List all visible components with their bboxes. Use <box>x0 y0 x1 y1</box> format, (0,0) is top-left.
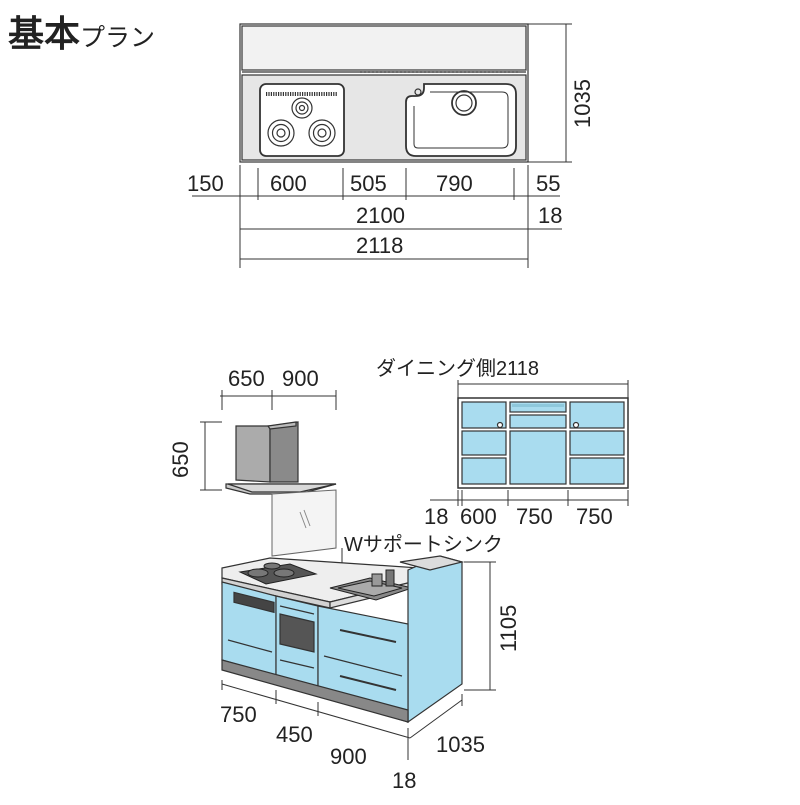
elevation-dimensions <box>221 561 496 760</box>
plan-dimensions <box>192 23 572 268</box>
plan-dim-1: 600 <box>270 171 307 196</box>
plan-view <box>239 23 529 163</box>
plan-stove <box>259 83 345 157</box>
plan-dim-2: 505 <box>350 171 387 196</box>
plan-dim-0: 150 <box>187 171 224 196</box>
plan-depth: 1035 <box>570 79 595 128</box>
hood-height: 650 <box>168 441 193 478</box>
plan-sink-drain <box>451 90 477 116</box>
bottom-dim-3: 1035 <box>436 732 485 757</box>
hood-dimensions <box>200 390 337 491</box>
dining-label-dim <box>457 380 629 400</box>
plan-dim-3: 790 <box>436 171 473 196</box>
hood-dim-1: 900 <box>282 366 319 391</box>
title-sub: プラン <box>80 24 155 52</box>
plan-total-inner: 2100 <box>356 203 405 228</box>
plan-faucet <box>414 88 422 96</box>
sink-label: Wサポートシンク <box>344 533 503 556</box>
dining-dim-3: 750 <box>576 504 613 529</box>
plan-burner-back <box>291 97 313 119</box>
plan-dim-4: 55 <box>536 171 560 196</box>
side-panel <box>399 555 465 724</box>
bottom-dim-0: 750 <box>220 702 257 727</box>
dining-dimensions <box>430 490 629 506</box>
dining-dim-1: 600 <box>460 504 497 529</box>
base-cabinets <box>221 581 409 723</box>
plan-burner-left <box>267 119 295 147</box>
backsplash-glass <box>271 489 337 557</box>
hood-dim-0: 650 <box>228 366 265 391</box>
dining-dim-2: 750 <box>516 504 553 529</box>
title-main: 基本 <box>8 13 80 54</box>
plan-burner-right <box>308 119 336 147</box>
oven-panel <box>233 591 275 614</box>
sink <box>329 569 414 601</box>
stove-top <box>238 562 318 585</box>
bottom-dim-4: 18 <box>392 768 416 793</box>
plan-side-panel: 18 <box>538 203 562 228</box>
plan-total-outer: 2118 <box>356 233 403 258</box>
plan-sink <box>405 83 517 157</box>
height-dim: 1105 <box>496 605 521 652</box>
bottom-dim-2: 900 <box>330 744 367 769</box>
range-hood <box>225 421 337 495</box>
bottom-dim-1: 450 <box>276 722 313 747</box>
dining-label: ダイニング側2118 <box>376 357 539 380</box>
plan-backsplash <box>241 25 527 71</box>
dining-cabinet <box>457 397 629 489</box>
dining-dim-0: 18 <box>424 504 448 529</box>
